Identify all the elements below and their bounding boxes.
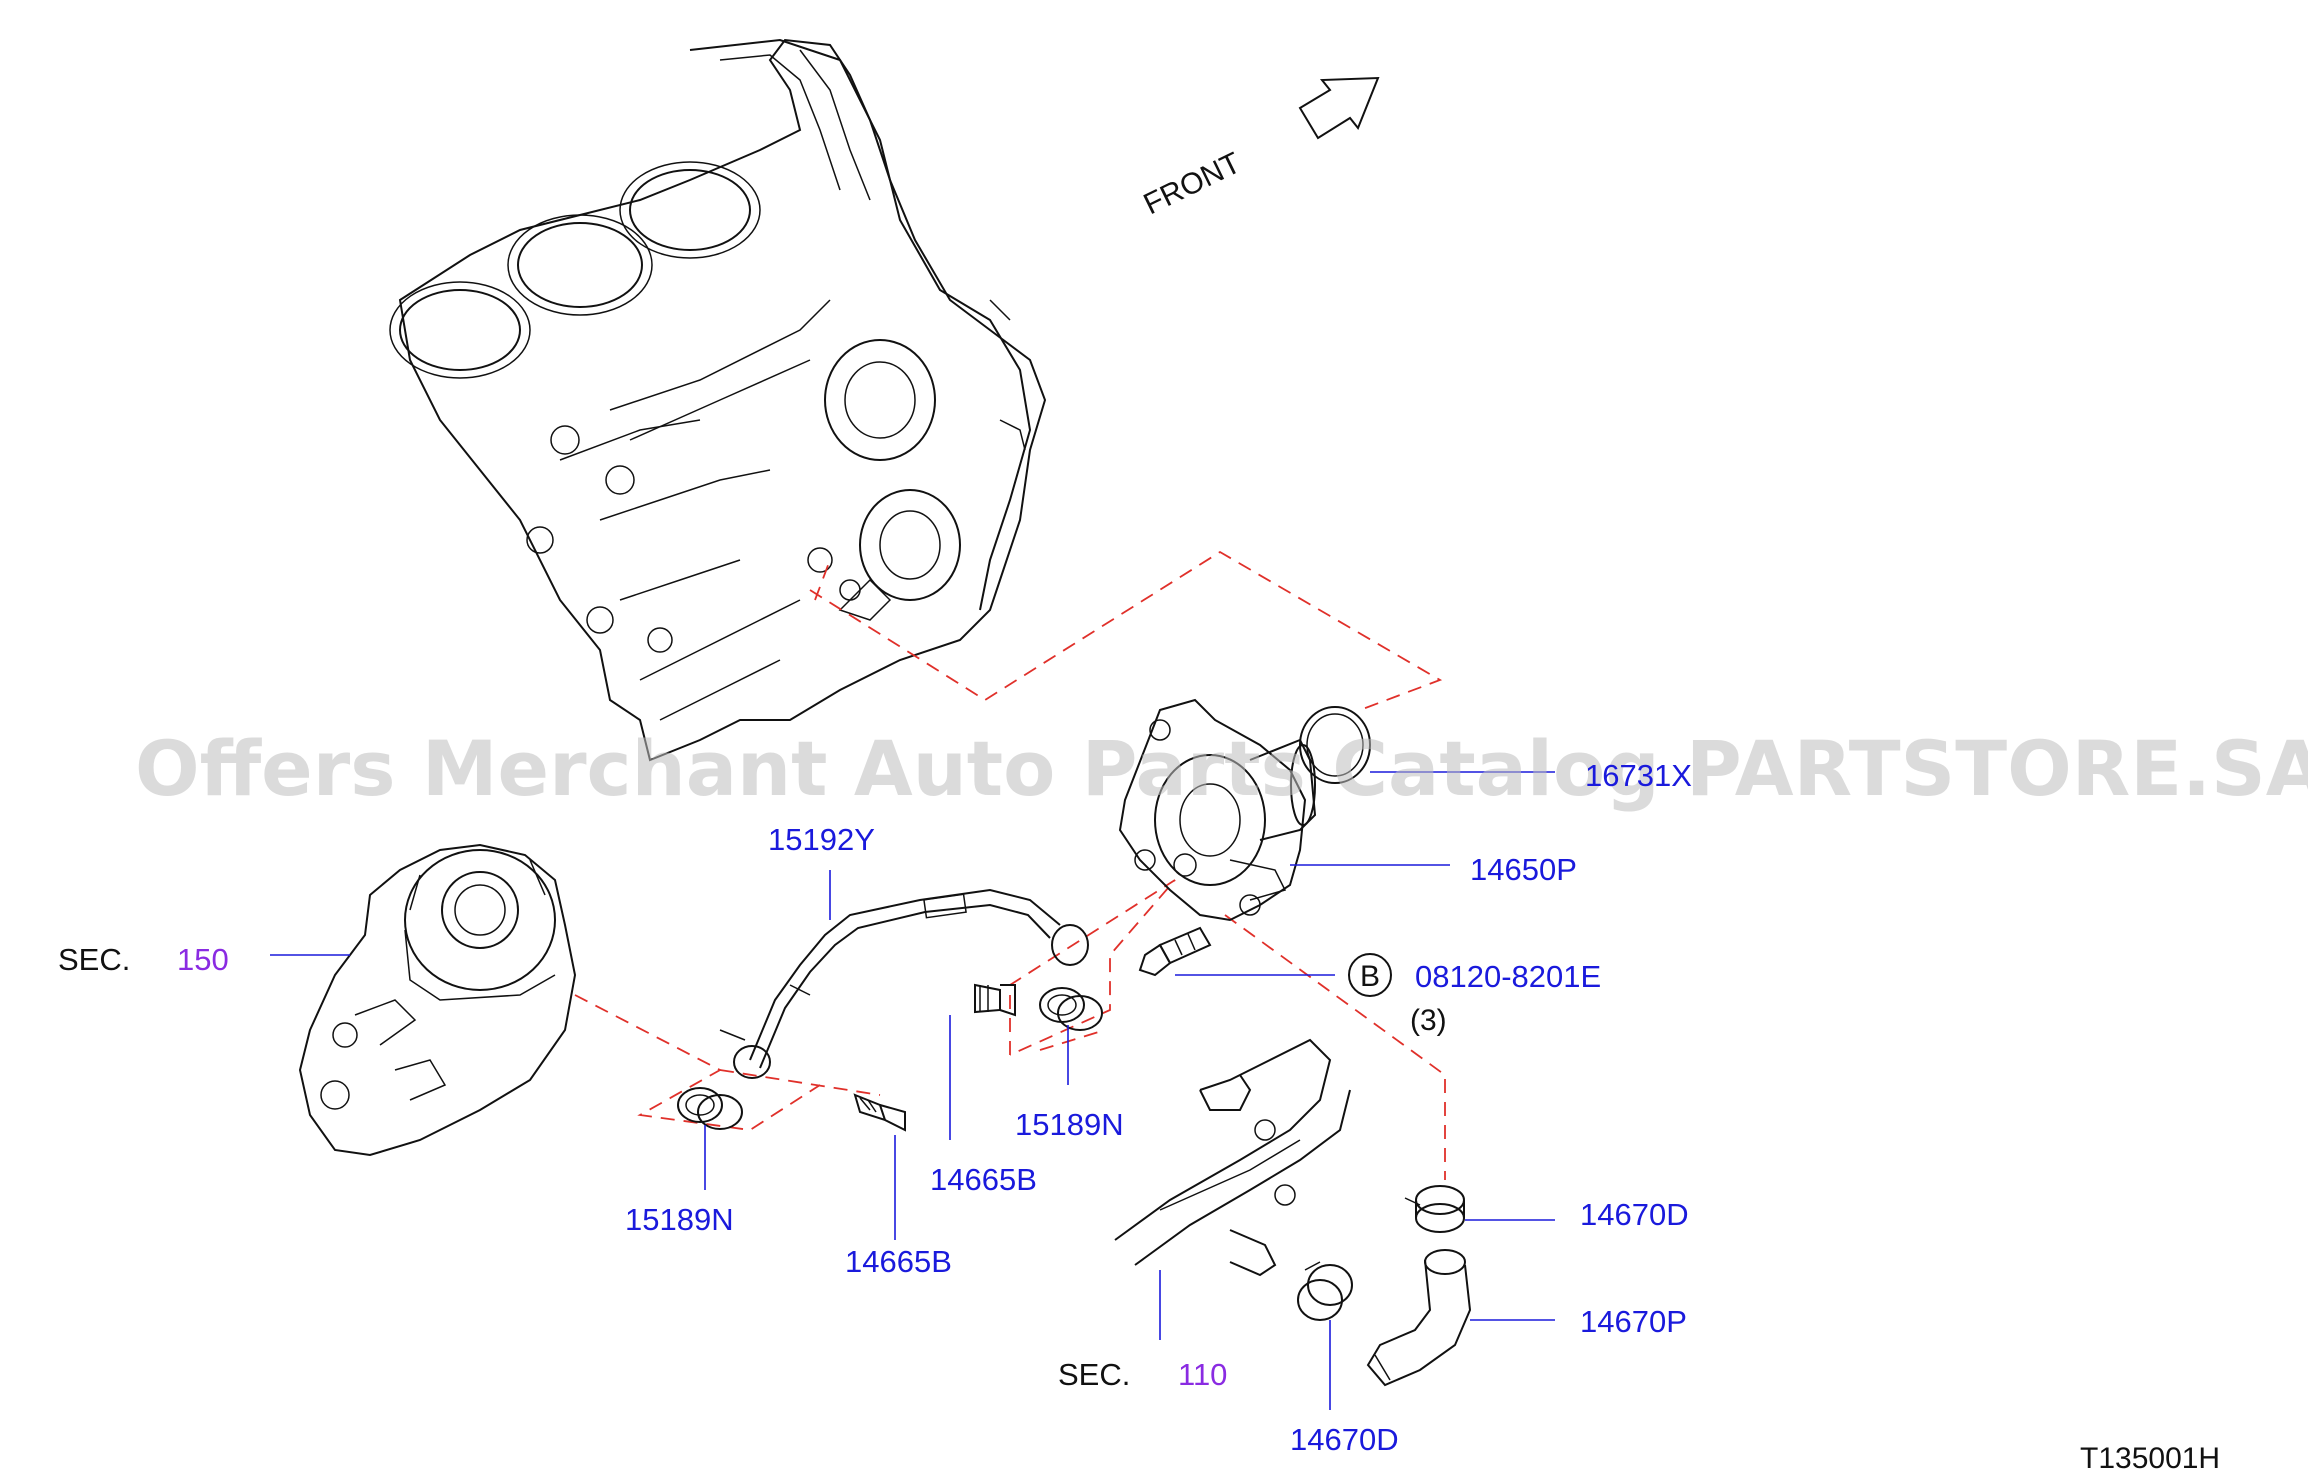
part-label-14670p[interactable]: 14670P xyxy=(1580,1304,1687,1339)
part-label-14665b-left[interactable]: 14665B xyxy=(845,1244,952,1279)
eye-bolt-drawing xyxy=(974,983,1016,1017)
hose-clamp-drawing xyxy=(1404,1185,1465,1233)
oring-gasket-drawing xyxy=(1299,706,1371,784)
part-label-15189n-right[interactable]: 15189N xyxy=(1015,1107,1124,1142)
oil-filter-housing-drawing xyxy=(298,843,577,1157)
front-label: FRONT xyxy=(1139,146,1246,221)
diagram-code: T135001H xyxy=(2080,1442,2220,1475)
part-label-15192y[interactable]: 15192Y xyxy=(768,822,875,857)
bolt-quantity: (3) xyxy=(1410,1004,1447,1037)
copper-washer-drawing xyxy=(677,1087,743,1130)
part-label-14670d-lower[interactable]: 14670D xyxy=(1290,1422,1399,1457)
eye-bolt-drawing xyxy=(853,1093,906,1132)
water-pipe-drawing xyxy=(1114,1038,1351,1277)
engine-block-drawing xyxy=(389,38,1047,762)
part-label-14665b-right[interactable]: 14665B xyxy=(930,1162,1037,1197)
water-hose-drawing xyxy=(1366,1249,1472,1387)
front-direction-arrow xyxy=(1298,76,1380,140)
hex-bolt-drawing xyxy=(1138,926,1212,977)
leader-lines xyxy=(270,771,1555,1410)
part-label-14650p[interactable]: 14650P xyxy=(1470,852,1577,887)
assembly-reference-lines xyxy=(574,550,1446,1180)
section-prefix-110: SEC. xyxy=(1058,1357,1130,1392)
section-number-150[interactable]: 150 xyxy=(177,942,229,977)
pump-housing-drawing xyxy=(1118,698,1317,922)
section-number-110[interactable]: 110 xyxy=(1178,1357,1227,1392)
copper-washer-drawing xyxy=(1039,987,1103,1031)
part-label-08120-8201e[interactable]: 08120-8201E xyxy=(1415,959,1601,994)
bolt-marker-circle xyxy=(1348,953,1392,997)
watermark-text: Offers Merchant Auto Parts Catalog PARTS… xyxy=(135,724,2308,813)
bolt-marker-letter: B xyxy=(1360,960,1380,993)
part-label-15189n-left[interactable]: 15189N xyxy=(625,1202,734,1237)
part-label-14670d-upper[interactable]: 14670D xyxy=(1580,1197,1689,1232)
oil-pipe-drawing xyxy=(719,888,1089,1079)
hose-clamp-drawing xyxy=(1297,1261,1353,1321)
part-label-16731x[interactable]: 16731X xyxy=(1585,758,1692,793)
section-prefix-150: SEC. xyxy=(58,942,130,977)
